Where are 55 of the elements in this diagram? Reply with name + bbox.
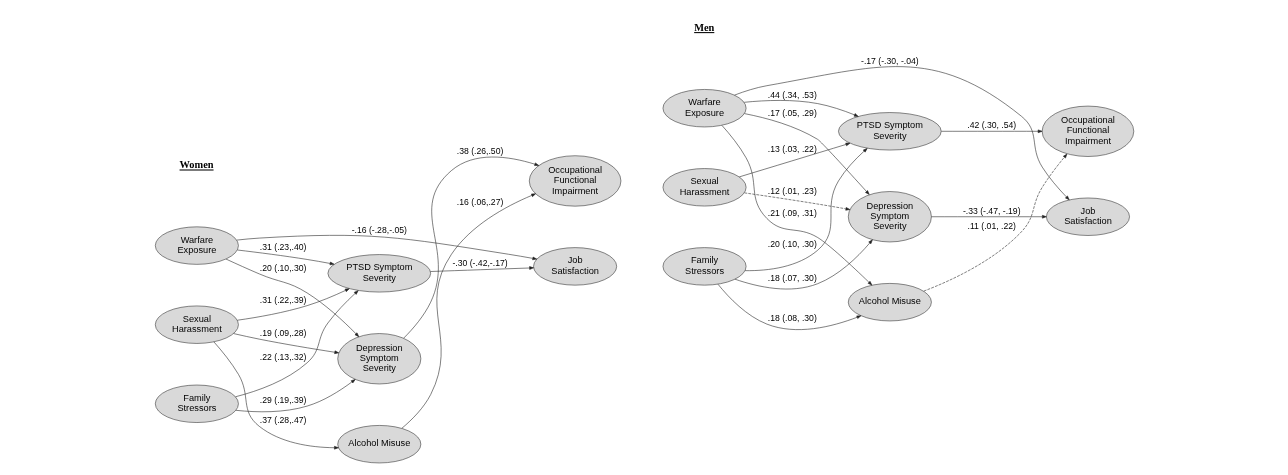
arrow [402,156,539,339]
arrow [743,192,850,211]
label: Women [179,159,214,171]
arrow [721,125,872,286]
arrow [232,333,339,354]
node-ellipse: Sexual Harassment [662,168,746,207]
edge-label: -.30 (-.42,-.17) [451,258,508,269]
edge-label: -.17 (-.30, -.04) [860,55,919,66]
edge-label: .12 (.01, .23) [767,185,817,196]
arrow [738,142,850,178]
edge-label: .18 (.08, .30) [767,313,817,324]
arrow [225,258,359,337]
arrow [235,379,355,413]
node-ellipse: Warfare Exposure [662,89,746,128]
arrow [236,235,537,261]
edge-label: .31 (.22,.39) [259,294,306,305]
arrow [923,153,1067,292]
arrow [940,129,1042,133]
edge-label: .31 (.23,.40) [259,242,306,253]
edge-label: .16 (.06,.27) [456,196,503,207]
node-ellipse: Sexual Harassment [154,305,239,344]
arrow [744,148,867,271]
node-ellipse: Alcohol Misuse [336,425,421,464]
edge-label: .44 (.34, .53) [767,89,817,100]
edge-label: .21 (.09, .31) [767,207,817,218]
arrow [930,215,1047,219]
edge-label: .19 (.09,.28) [259,328,306,339]
arrow [429,266,534,272]
arrow [734,239,873,290]
edge-label: .17 (.05, .29) [767,108,817,119]
edge-label: .20 (.10, .30) [767,239,817,250]
arrow [236,288,350,321]
edge-label: .13 (.03, .22) [767,143,817,154]
arrow [733,66,1070,201]
edge-label: .29 (.19,.39) [259,395,306,406]
arrow [236,249,334,266]
arrow [743,100,859,117]
edge-label: .38 (.26,.50) [456,146,503,157]
arrow [234,290,358,398]
edge-label: .18 (.07, .30) [767,272,817,283]
label: Men [693,22,714,34]
arrow [717,284,861,330]
edge-label: .22 (.13,.32) [259,351,306,362]
arrow [743,113,870,195]
node-ellipse: Family Stressors [662,247,746,286]
edge-label: .42 (.30, .54) [966,120,1016,131]
node-ellipse: Family Stressors [154,384,239,423]
arrow [401,193,536,429]
arrow [213,341,339,450]
edge-label: .11 (.01, .22) [967,220,1016,231]
edge-label: -.33 (-.47, -.19) [962,205,1021,216]
node-ellipse: Warfare Exposure [154,226,239,265]
edge-label: .37 (.28,.47) [259,415,306,426]
edge-label: .20 (.10,.30) [259,263,306,273]
edge-label: -.16 (-.28,-.05) [351,224,407,235]
